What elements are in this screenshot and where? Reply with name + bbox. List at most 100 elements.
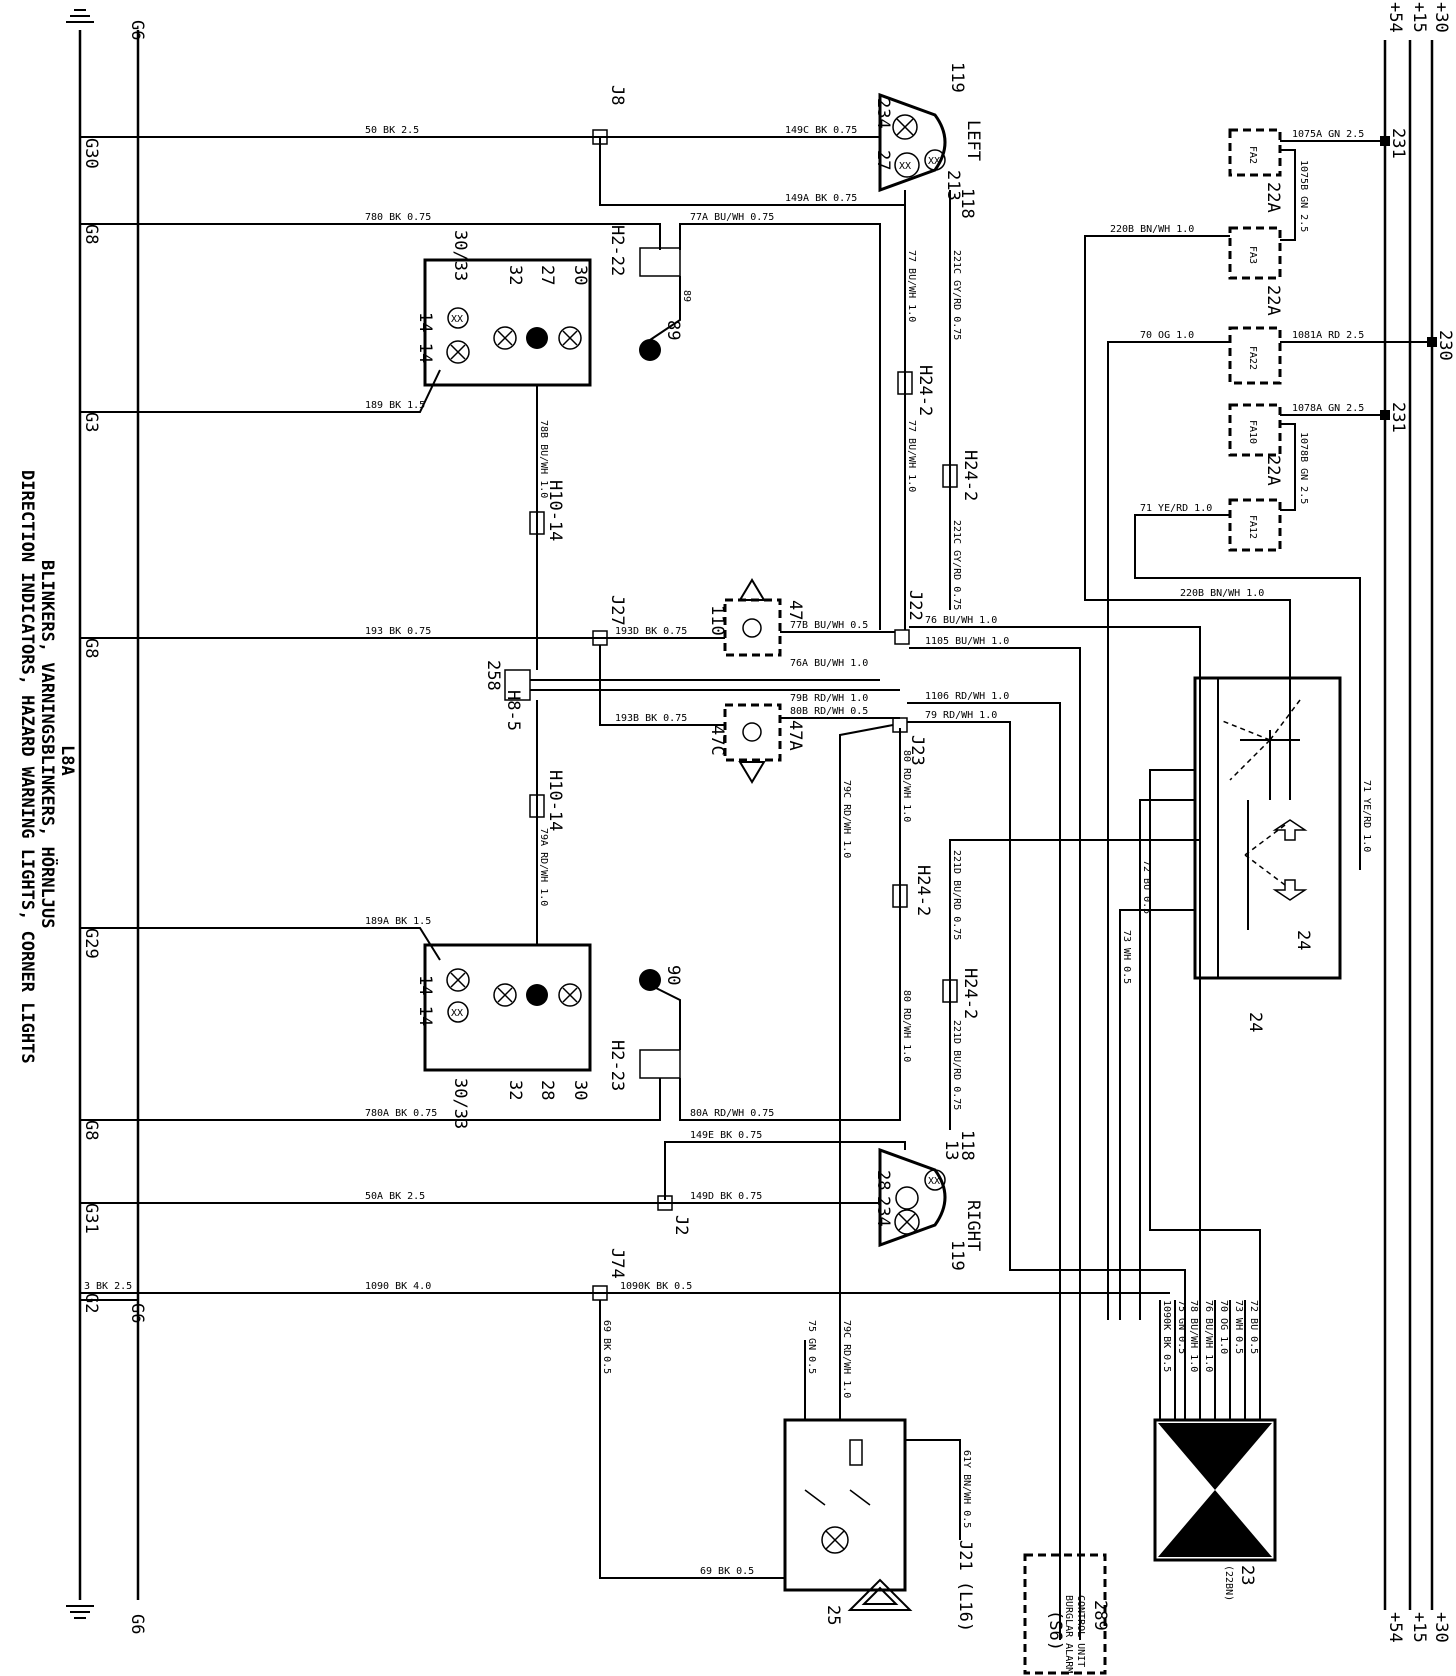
ground-label-g31: G31: [81, 1203, 101, 1234]
connector-j21: J21 (L16): [955, 1540, 975, 1632]
svg-text:80 RD/WH 1.0: 80 RD/WH 1.0: [901, 990, 912, 1062]
svg-text:61Y BN/WH 0.5: 61Y BN/WH 0.5: [961, 1450, 972, 1528]
svg-text:110: 110: [707, 605, 727, 636]
fuse-block: FA2 FA3 FA22 FA10 FA12 22A 22A 22A 1075A…: [1228, 128, 1432, 552]
connector-h2-23: H2-23: [607, 1040, 627, 1091]
svg-text:H24-2: H24-2: [913, 865, 933, 916]
svg-text:H24-2: H24-2: [960, 450, 980, 501]
wire-71-top: 71 YE/RD 1.0: [1140, 503, 1212, 514]
svg-text:75 GN 0.5: 75 GN 0.5: [806, 1320, 817, 1374]
svg-text:47C: 47C: [707, 725, 727, 756]
ground-label-g30: G30: [81, 138, 101, 169]
svg-text:XX: XX: [899, 161, 911, 172]
right-lamp-28: 28: [873, 1170, 893, 1190]
svg-text:78B BU/WH 1.0: 78B BU/WH 1.0: [538, 420, 549, 498]
side-repeater-47: 47 110: [707, 578, 805, 657]
svg-text:780 BK 0.75: 780 BK 0.75: [365, 212, 431, 223]
side-marker-90: 90 H2-23: [607, 965, 683, 1091]
svg-text:79B RD/WH 1.0: 79B RD/WH 1.0: [790, 693, 868, 704]
fuse-box-label-1: 22A: [1263, 182, 1283, 213]
svg-text:189A BK 1.5: 189A BK 1.5: [365, 916, 431, 927]
power-node-label-230: 230: [1435, 330, 1455, 361]
svg-text:193 BK 0.75: 193 BK 0.75: [365, 626, 431, 637]
svg-text:1105 BU/WH 1.0: 1105 BU/WH 1.0: [925, 636, 1009, 647]
wire-220b-bottom: 220B BN/WH 1.0: [1180, 588, 1264, 599]
right-lamp-13: 13: [941, 1140, 961, 1160]
svg-text:77B BU/WH 0.5: 77B BU/WH 0.5: [790, 620, 868, 631]
ground-label-g8-a: G8: [81, 224, 101, 244]
power-node-label-231-a: 231: [1388, 128, 1408, 159]
diagram-title-line2: DIRECTION INDICATORS, HAZARD WARNING LIG…: [17, 470, 37, 1064]
wire-70-top: 70 OG 1.0: [1140, 330, 1194, 341]
svg-text:H24-2: H24-2: [915, 365, 935, 416]
svg-text:J74: J74: [607, 1248, 627, 1279]
diagram-title-line1: BLINKERS, VARNINGSBLINKERS, HÖRNLJUS: [37, 560, 59, 928]
svg-text:J27: J27: [607, 595, 627, 626]
fuse-feed-wires: 220B BN/WH 1.0 220B BN/WH 1.0 70 OG 1.0 …: [1084, 224, 1372, 1320]
fuse-box-label-2: 22A: [1263, 285, 1283, 316]
svg-text:1090K BK 0.5: 1090K BK 0.5: [1161, 1300, 1172, 1372]
right-lamp-label: RIGHT: [963, 1200, 983, 1251]
svg-text:XX: XX: [928, 1176, 940, 1187]
svg-text:77A BU/WH 0.75: 77A BU/WH 0.75: [690, 212, 774, 223]
side-marker-89: 89 H2-22: [607, 225, 683, 361]
svg-text:221D BU/RD 0.75: 221D BU/RD 0.75: [951, 850, 962, 940]
rear-cluster-30: 30: [570, 1080, 590, 1100]
svg-text:25: 25: [823, 1605, 843, 1625]
left-lamp-213: 213: [943, 170, 963, 201]
ground-label-g2: G2: [81, 1293, 101, 1313]
svg-text:73 WH 0.5: 73 WH 0.5: [1233, 1300, 1244, 1354]
svg-text:149C BK 0.75: 149C BK 0.75: [785, 125, 857, 136]
wires-center: 77 BU/WH 1.0 77 BU/WH 1.0 H24-2 221C GY/…: [804, 190, 1261, 1640]
svg-text:J22: J22: [905, 590, 925, 621]
title-block: L8A BLINKERS, VARNINGSBLINKERS, HÖRNLJUS…: [17, 470, 77, 1064]
svg-text:90: 90: [663, 965, 683, 985]
svg-text:H8-5: H8-5: [503, 690, 523, 731]
front-cluster-pins: 14 14: [415, 312, 435, 363]
svg-text:189 BK 1.5: 189 BK 1.5: [365, 400, 425, 411]
svg-text:3 BK 2.5: 3 BK 2.5: [84, 1281, 132, 1292]
svg-text:79C RD/WH 1.0: 79C RD/WH 1.0: [841, 780, 852, 858]
svg-text:XX: XX: [451, 1008, 463, 1019]
front-left-cluster: XX 30/33 32 27 30 14 14: [415, 230, 592, 387]
svg-text:69 BK 0.5: 69 BK 0.5: [601, 1320, 612, 1374]
ground-label-g29: G29: [81, 928, 101, 959]
svg-text:221C GY/RD 0.75: 221C GY/RD 0.75: [951, 520, 962, 610]
svg-text:79C RD/WH 1.0: 79C RD/WH 1.0: [841, 1320, 852, 1398]
ground-bus: G6 G6 G6 G30 G8 G3 G8 G29 G8 G31 G2: [66, 9, 147, 1634]
svg-text:J2: J2: [671, 1215, 691, 1235]
ground-label-g6-top: G6: [127, 20, 147, 40]
connector-h2-22: H2-22: [607, 225, 627, 276]
svg-text:H10-14: H10-14: [545, 480, 565, 541]
svg-text:50A BK 2.5: 50A BK 2.5: [365, 1191, 425, 1202]
left-lamp-119: 119: [947, 62, 967, 93]
front-cluster-32: 32: [505, 265, 525, 285]
fuse-fa10: [1228, 403, 1282, 457]
svg-text:79A RD/WH 1.0: 79A RD/WH 1.0: [538, 828, 549, 906]
fuse-label-fa22: FA22: [1247, 346, 1258, 370]
svg-text:149E BK 0.75: 149E BK 0.75: [690, 1130, 762, 1141]
svg-text:72 BU 0.5: 72 BU 0.5: [1248, 1300, 1259, 1354]
svg-text:193D BK 0.75: 193D BK 0.75: [615, 626, 687, 637]
svg-text:72 BU 0.5: 72 BU 0.5: [1141, 860, 1152, 914]
svg-text:149A BK 0.75: 149A BK 0.75: [785, 193, 857, 204]
svg-text:23: 23: [1237, 1565, 1257, 1585]
left-lamp-27: 27: [873, 150, 893, 170]
alarm-control-unit: 289 CONTROL UNIT BURGLAR ALARM (S6): [1023, 1553, 1110, 1675]
wire-1081a: 1081A RD 2.5: [1292, 330, 1364, 341]
svg-text:258: 258: [483, 660, 503, 691]
ground-symbol-bottom: [66, 1605, 94, 1619]
svg-text:J23: J23: [907, 735, 927, 766]
svg-text:(S6): (S6): [1045, 1610, 1065, 1651]
front-cluster-30: 30: [570, 265, 590, 285]
svg-text:76A BU/WH 1.0: 76A BU/WH 1.0: [790, 658, 868, 669]
diagram-code: L8A: [57, 745, 77, 776]
connector-j8: J8: [607, 85, 627, 105]
wire-1078a: 1078A GN 2.5: [1292, 403, 1364, 414]
rail-label-54-bottom: +54: [1385, 1612, 1405, 1643]
power-rails: +30 +15 +54 +30 +15 +54 231 230 231: [1380, 2, 1455, 1643]
rail-label-30-top: +30: [1431, 2, 1451, 33]
svg-text:80B RD/WH 0.5: 80B RD/WH 0.5: [790, 706, 868, 717]
ground-label-g3: G3: [81, 412, 101, 432]
